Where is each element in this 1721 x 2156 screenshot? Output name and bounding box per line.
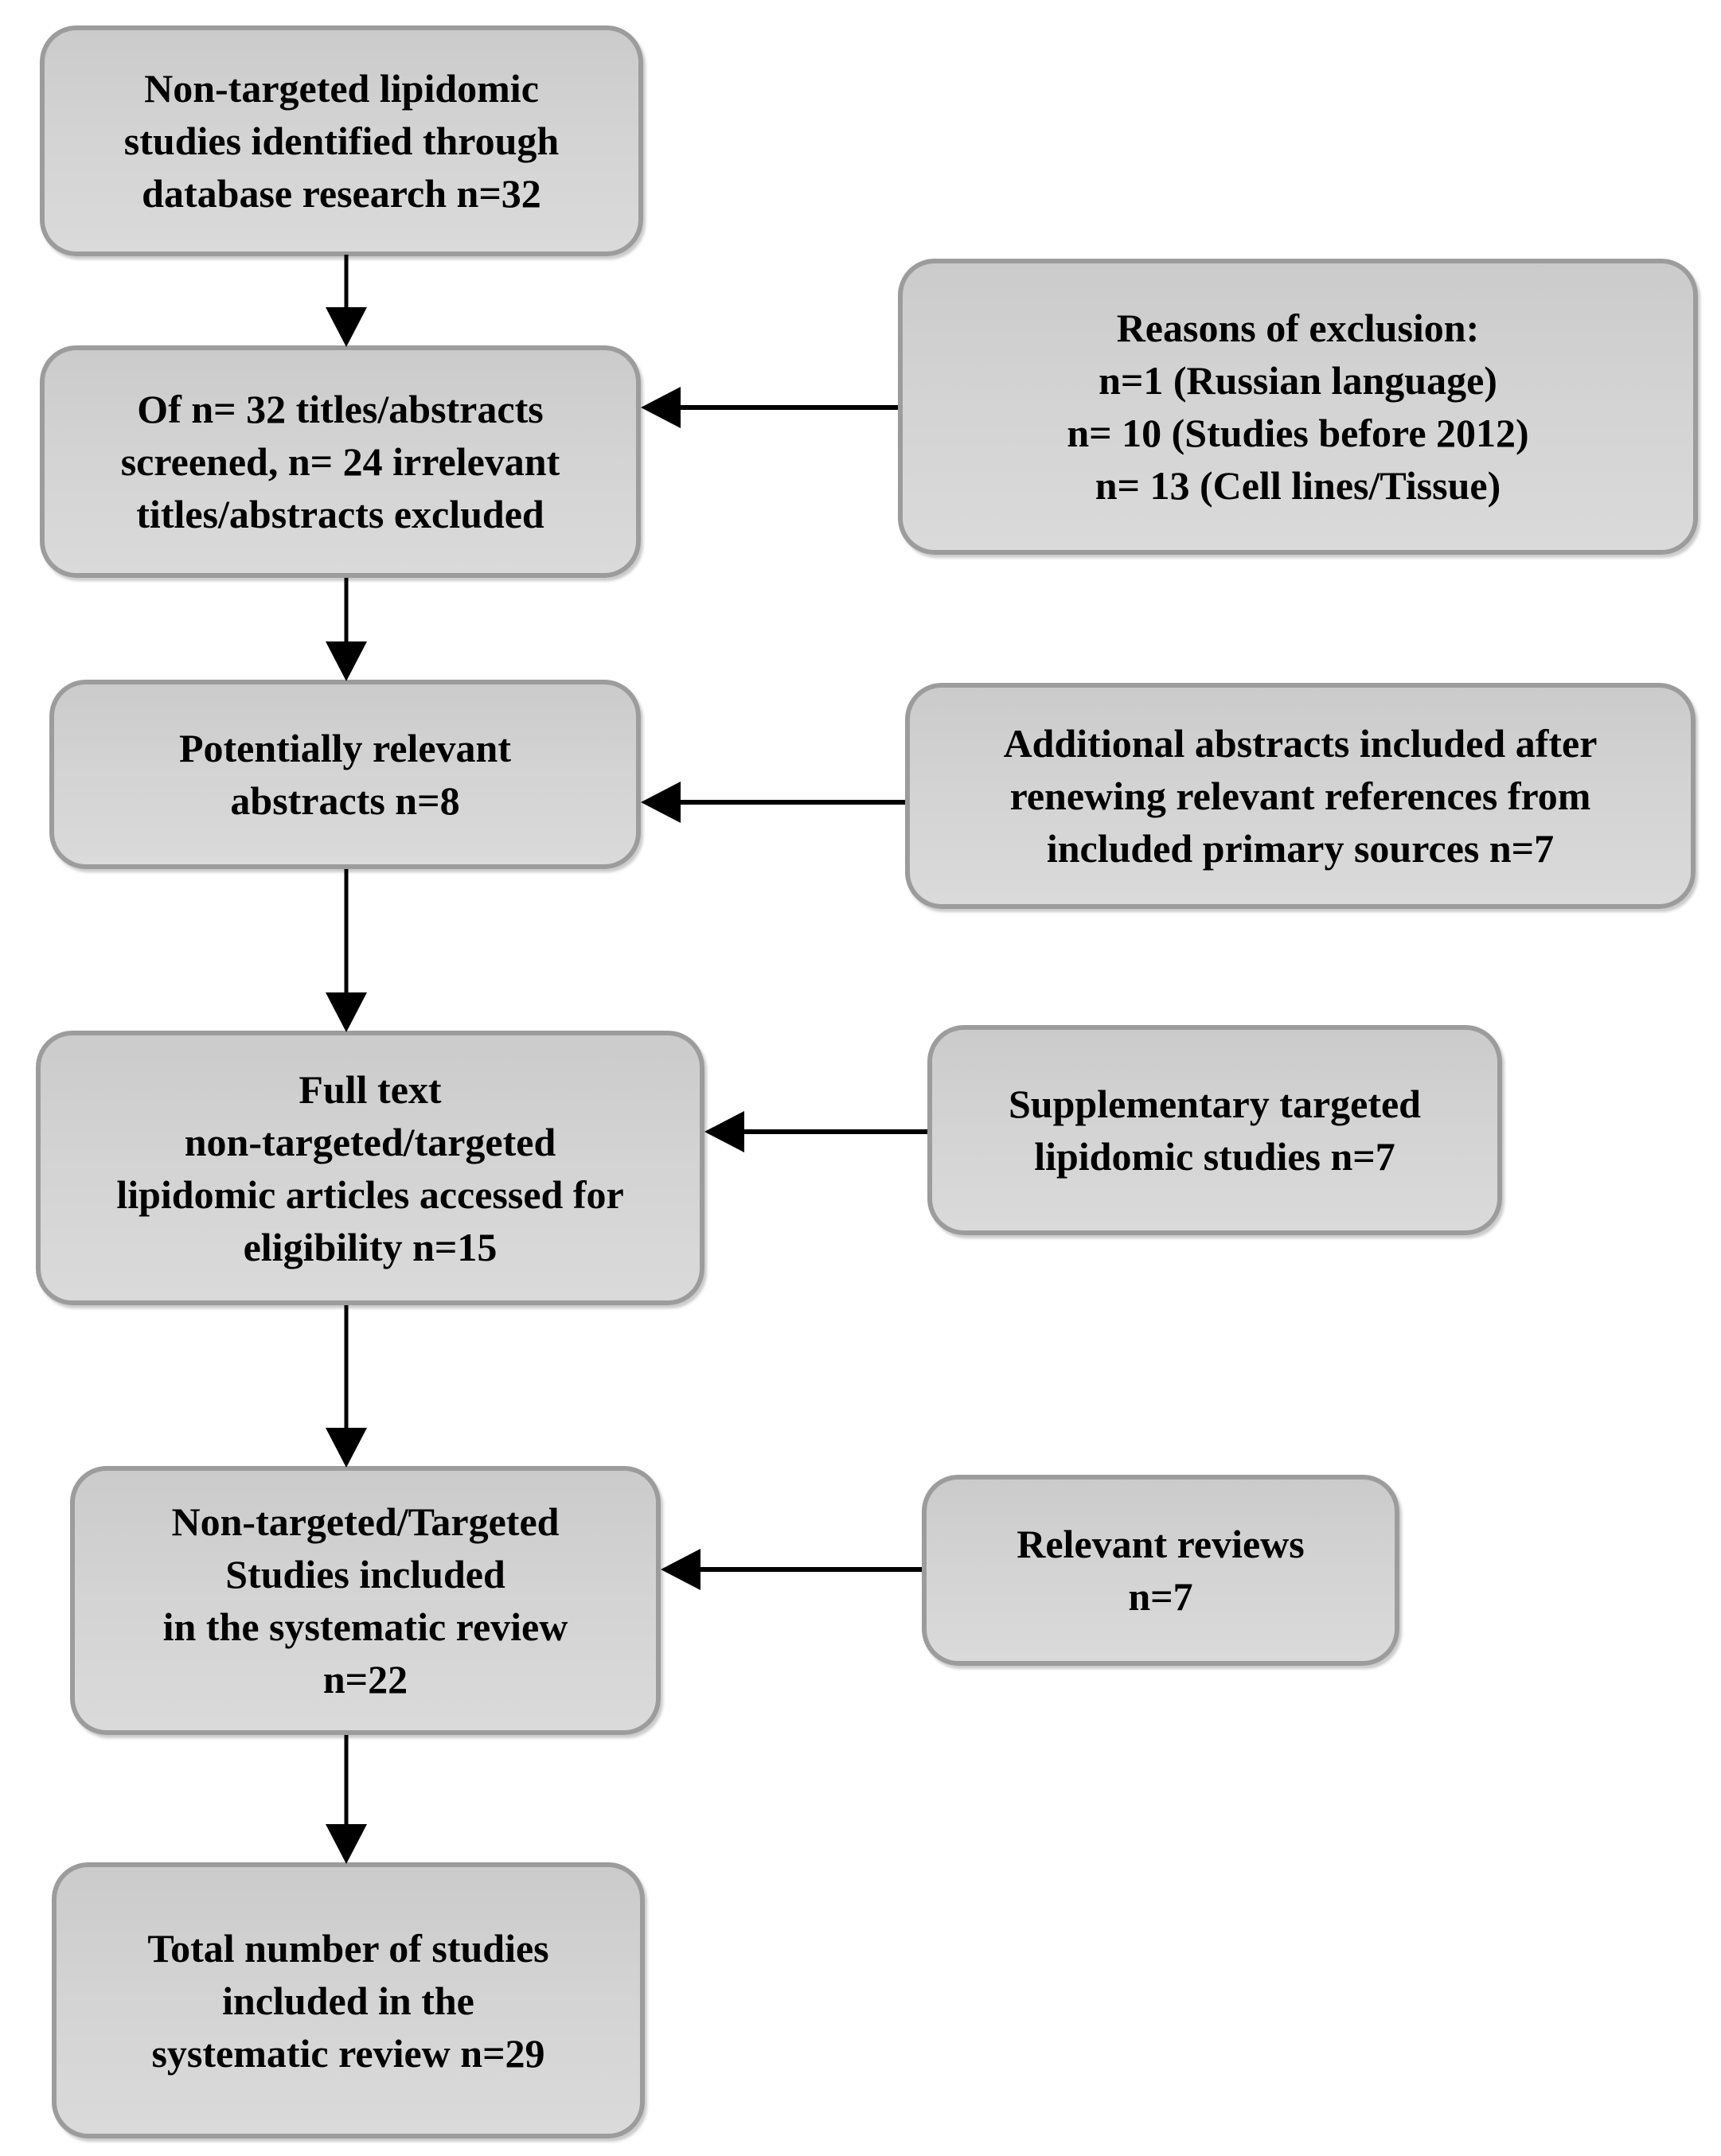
flow-box-screened-line-3: titles/abstracts excluded — [136, 492, 544, 536]
arrow-left-exclusion-to-screened — [641, 387, 898, 428]
side-box-exclusion-line-1: Reasons of exclusion: — [1116, 306, 1480, 350]
flow-box-identified: Non-targeted lipidomic studies identifie… — [40, 25, 643, 256]
flow-box-total-line-3: systematic review n=29 — [151, 2030, 545, 2076]
side-box-supplementary-targeted: Supplementary targeted lipidomic studies… — [927, 1025, 1502, 1235]
arrow-down-icon — [326, 1824, 367, 1864]
arrow-down-included-to-total — [326, 1735, 367, 1864]
side-box-additional-abstracts: Additional abstracts included after rene… — [905, 683, 1696, 909]
flow-box-included-line-4: n=22 — [322, 1657, 408, 1702]
side-box-additional-line-1: Additional abstracts included after — [1003, 721, 1598, 766]
arrow-shaft — [344, 869, 349, 994]
flow-box-included-line-3: in the systematic review — [162, 1604, 568, 1649]
flow-box-screened-line-2: screened, n= 24 irrelevant — [120, 439, 560, 484]
flow-box-included-studies: Non-targeted/Targeted Studies included i… — [70, 1466, 661, 1735]
side-box-exclusion-reasons: Reasons of exclusion: n=1 (Russian langu… — [898, 259, 1698, 555]
arrow-down-icon — [326, 992, 367, 1032]
flow-box-relevant-abstracts: Potentially relevant abstracts n=8 — [49, 680, 641, 869]
flow-box-relevant-abstracts-line-2: abstracts n=8 — [230, 778, 460, 823]
flow-box-identified-line-3: database research n=32 — [142, 171, 541, 216]
flow-box-fulltext-line-1: Full text — [299, 1066, 442, 1112]
side-box-exclusion-line-3: n= 10 (Studies before 2012) — [1067, 411, 1529, 455]
side-box-exclusion-line-2: n=1 (Russian language) — [1099, 358, 1497, 403]
arrow-shaft — [696, 1567, 922, 1572]
arrow-down-identified-to-screened — [326, 255, 367, 347]
flow-box-total-line-2: included in the — [222, 1978, 474, 2023]
side-box-exclusion-line-4: n= 13 (Cell lines/Tissue) — [1095, 463, 1501, 508]
arrow-left-icon — [661, 1549, 700, 1590]
arrow-shaft — [676, 800, 905, 805]
arrow-shaft — [344, 255, 349, 309]
flow-box-total-studies: Total number of studies included in the … — [52, 1862, 645, 2138]
arrow-shaft — [344, 1735, 349, 1826]
arrow-shaft — [676, 405, 898, 410]
flow-box-included-line-1: Non-targeted/Targeted — [171, 1499, 560, 1544]
side-box-additional-line-3: included primary sources n=7 — [1046, 826, 1555, 871]
arrow-left-supplementary-to-fulltext — [704, 1111, 927, 1152]
side-box-supplementary-line-2: lipidomic studies n=7 — [1034, 1134, 1395, 1179]
arrow-shaft — [740, 1129, 927, 1134]
arrow-left-icon — [641, 782, 681, 823]
flow-box-screened-line-1: Of n= 32 titles/abstracts — [137, 387, 544, 431]
arrow-shaft — [344, 578, 349, 643]
flow-box-fulltext-line-4: eligibility n=15 — [243, 1224, 498, 1269]
flow-box-screened: Of n= 32 titles/abstracts screened, n= 2… — [40, 345, 641, 578]
arrow-down-screened-to-abstracts — [326, 578, 367, 681]
side-box-reviews-line-1: Relevant reviews — [1017, 1522, 1305, 1566]
side-box-relevant-reviews: Relevant reviews n=7 — [922, 1475, 1399, 1666]
arrow-down-icon — [326, 1428, 367, 1468]
flow-box-fulltext-line-2: non-targeted/targeted — [184, 1119, 556, 1164]
arrow-down-abstracts-to-fulltext — [326, 869, 367, 1032]
arrow-shaft — [344, 1305, 349, 1429]
flow-box-fulltext-line-3: lipidomic articles accessed for — [116, 1172, 624, 1217]
arrow-left-additional-to-abstracts — [641, 782, 905, 823]
side-box-reviews-line-2: n=7 — [1128, 1574, 1193, 1619]
flow-box-total-line-1: Total number of studies — [147, 1925, 549, 1971]
side-box-additional-line-2: renewing relevant references from — [1009, 774, 1591, 818]
flow-box-included-line-2: Studies included — [225, 1552, 505, 1597]
arrow-left-reviews-to-included — [661, 1549, 922, 1590]
arrow-left-icon — [704, 1111, 744, 1152]
side-box-supplementary-line-1: Supplementary targeted — [1009, 1082, 1421, 1126]
arrow-down-fulltext-to-included — [326, 1305, 367, 1468]
flow-box-identified-line-1: Non-targeted lipidomic — [144, 66, 539, 111]
flow-box-identified-line-2: studies identified through — [123, 119, 560, 163]
flow-box-relevant-abstracts-line-1: Potentially relevant — [178, 726, 512, 770]
arrow-down-icon — [326, 307, 367, 347]
arrow-down-icon — [326, 641, 367, 681]
arrow-left-icon — [641, 387, 681, 428]
flow-box-fulltext-eligibility: Full text non-targeted/targeted lipidomi… — [36, 1031, 704, 1305]
